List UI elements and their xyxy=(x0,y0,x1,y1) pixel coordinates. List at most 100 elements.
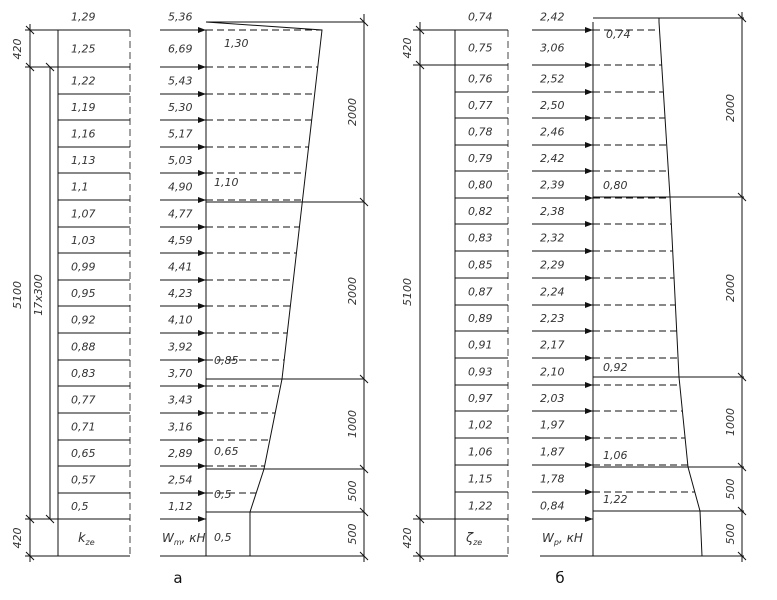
k-value: 0,71 xyxy=(71,421,96,434)
panel-a-dim-total: 5100 xyxy=(11,281,24,309)
w-value: 4,90 xyxy=(168,181,193,194)
panel-a-dim-top: 420 xyxy=(11,39,24,60)
k-value: 1,03 xyxy=(71,234,96,247)
panel-a-dim-right-1: 2000 xyxy=(346,98,359,126)
panel-a-profile-label-1: 1,30 xyxy=(224,37,249,50)
panel-a-dim-right-4: 500 xyxy=(346,481,359,502)
panel-b-dim-right-3: 1000 xyxy=(724,408,737,436)
w-value: 2,23 xyxy=(540,312,565,325)
k-value: 0,95 xyxy=(71,287,96,300)
panel-a-caption: а xyxy=(173,569,182,587)
k-value: 0,74 xyxy=(468,11,493,24)
panel-a-k-values: 1,291,251,221,191,161,131,11,071,030,990… xyxy=(58,11,130,513)
panel-b-dim-total: 5100 xyxy=(401,278,414,306)
k-value: 0,80 xyxy=(468,179,493,192)
panel-b-profile-label-4: 1,06 xyxy=(603,449,628,462)
w-value: 5,03 xyxy=(168,154,193,167)
w-value: 2,03 xyxy=(540,392,565,405)
w-value: 4,59 xyxy=(168,234,193,247)
panel-a-dim-bottom: 420 xyxy=(11,528,24,549)
k-value: 0,85 xyxy=(468,259,493,272)
w-value: 2,38 xyxy=(540,205,565,218)
k-value: 0,97 xyxy=(468,392,493,405)
w-value: 5,36 xyxy=(168,11,193,24)
w-value: 5,17 xyxy=(168,128,193,141)
panel-b-dim-right-1: 2000 xyxy=(724,94,737,122)
k-value: 1,29 xyxy=(71,11,96,24)
k-value: 1,16 xyxy=(71,128,96,141)
w-value: 2,42 xyxy=(540,152,565,165)
panel-b-left-dimensions xyxy=(413,22,455,562)
k-value: 0,5 xyxy=(71,500,89,513)
panel-b-load-profile xyxy=(658,18,703,557)
w-value: 4,10 xyxy=(168,314,193,327)
w-value: 2,32 xyxy=(540,232,565,245)
w-value: 2,52 xyxy=(540,73,565,86)
k-value: 1,22 xyxy=(71,75,96,88)
k-value: 1,1 xyxy=(71,181,89,194)
k-value: 1,15 xyxy=(468,473,493,486)
panel-a-profile-label-3: 0,85 xyxy=(214,354,239,367)
w-value: 0,84 xyxy=(540,500,565,513)
panel-b-dim-top: 420 xyxy=(401,38,414,59)
panel-b-dim-right-2: 2000 xyxy=(724,274,737,302)
k-value: 1,25 xyxy=(71,43,96,56)
w-value: 2,46 xyxy=(540,126,565,139)
panel-b-dim-right-4: 500 xyxy=(724,479,737,500)
w-value: 3,06 xyxy=(540,42,565,55)
w-value: 4,23 xyxy=(168,287,193,300)
w-value: 3,70 xyxy=(168,367,193,380)
w-value: 2,39 xyxy=(540,179,565,192)
w-value: 4,77 xyxy=(168,208,193,221)
w-value: 2,50 xyxy=(540,99,565,112)
panel-a: 420 5100 17х300 420 1,291,251,221,191,16… xyxy=(11,11,369,587)
panel-b-profile-label-3: 0,92 xyxy=(603,361,628,374)
k-value: 0,89 xyxy=(468,312,493,325)
w-value: 4,41 xyxy=(168,261,193,274)
panel-b-dim-bottom: 420 xyxy=(401,528,414,549)
w-value: 3,43 xyxy=(168,394,193,407)
k-value: 0,99 xyxy=(71,261,96,274)
panel-a-k-header: kze xyxy=(78,531,95,547)
k-value: 0,83 xyxy=(71,367,96,380)
k-value: 0,65 xyxy=(71,447,96,460)
k-value: 0,92 xyxy=(71,314,96,327)
w-value: 3,92 xyxy=(168,341,193,354)
panel-a-profile-label-2: 1,10 xyxy=(214,176,239,189)
k-value: 0,77 xyxy=(71,394,96,407)
panel-a-w-header: Wm, кН xyxy=(162,531,206,547)
w-value: 1,12 xyxy=(168,500,193,513)
panel-b: 420 5100 420 0,740,750,760,770,780,790,8… xyxy=(401,11,747,587)
w-value: 6,69 xyxy=(168,43,193,56)
panel-b-profile-label-2: 0,80 xyxy=(603,179,628,192)
panel-a-dim-right-3: 1000 xyxy=(346,410,359,438)
k-value: 0,78 xyxy=(468,126,493,139)
w-value: 2,54 xyxy=(168,474,193,487)
panel-b-profile-label-5: 1,22 xyxy=(603,493,628,506)
panel-a-dim-right-5: 500 xyxy=(346,524,359,545)
w-value: 2,29 xyxy=(540,259,565,272)
k-value: 0,93 xyxy=(468,366,493,379)
panel-a-profile-label-6: 0,5 xyxy=(214,531,232,544)
panel-a-profile-label-5: 0,5 xyxy=(214,488,232,501)
panel-b-dim-right-5: 500 xyxy=(724,524,737,545)
w-value: 2,17 xyxy=(540,339,565,352)
k-value: 1,13 xyxy=(71,154,96,167)
panel-a-w-values: 5,366,695,435,305,175,034,904,774,594,41… xyxy=(168,11,193,514)
panel-b-load-arrows xyxy=(532,27,695,522)
panel-a-load-arrows xyxy=(160,27,322,522)
w-value: 5,43 xyxy=(168,75,193,88)
w-value: 2,10 xyxy=(540,366,565,379)
k-value: 0,75 xyxy=(468,42,493,55)
w-value: 2,24 xyxy=(540,286,565,299)
k-value: 0,79 xyxy=(468,152,493,165)
panel-b-profile-label-1: 0,74 xyxy=(606,28,631,41)
k-value: 0,83 xyxy=(468,232,493,245)
panel-b-right-dimensions xyxy=(737,12,747,562)
w-value: 1,97 xyxy=(540,419,565,432)
k-value: 1,02 xyxy=(468,419,493,432)
w-value: 2,42 xyxy=(540,11,565,24)
w-value: 3,16 xyxy=(168,421,193,434)
k-value: 0,87 xyxy=(468,286,493,299)
